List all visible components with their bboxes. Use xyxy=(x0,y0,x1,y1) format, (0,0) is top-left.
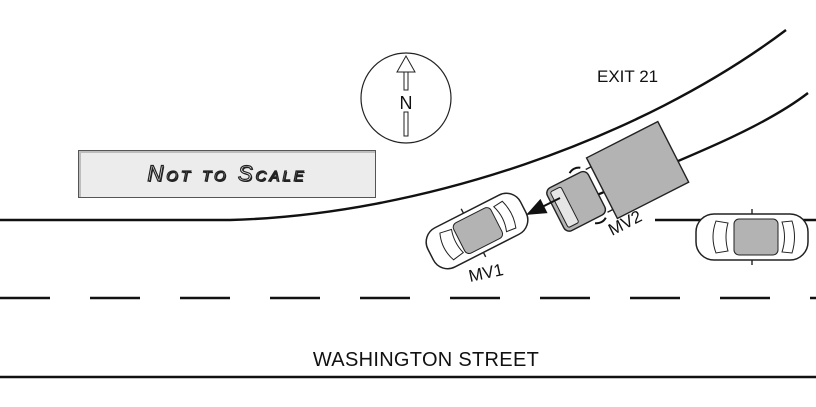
street-name-label: WASHINGTON STREET xyxy=(313,349,539,371)
vehicle-third-car xyxy=(695,209,809,265)
mv1-label: MV1 xyxy=(467,260,505,286)
north-label: N xyxy=(400,93,413,113)
vehicle-mv2-truck xyxy=(546,120,690,232)
mv2-label: MV2 xyxy=(605,207,645,240)
north-arrow-icon: N xyxy=(360,52,452,144)
not-to-scale-label: Not to Scale xyxy=(147,160,307,186)
road-edge-north xyxy=(0,29,787,222)
exit-label: EXIT 21 xyxy=(597,67,658,86)
impact-direction-arrow xyxy=(526,197,561,215)
not-to-scale-box: Not to Scale xyxy=(78,150,376,198)
vehicle-mv1-car xyxy=(425,192,529,270)
